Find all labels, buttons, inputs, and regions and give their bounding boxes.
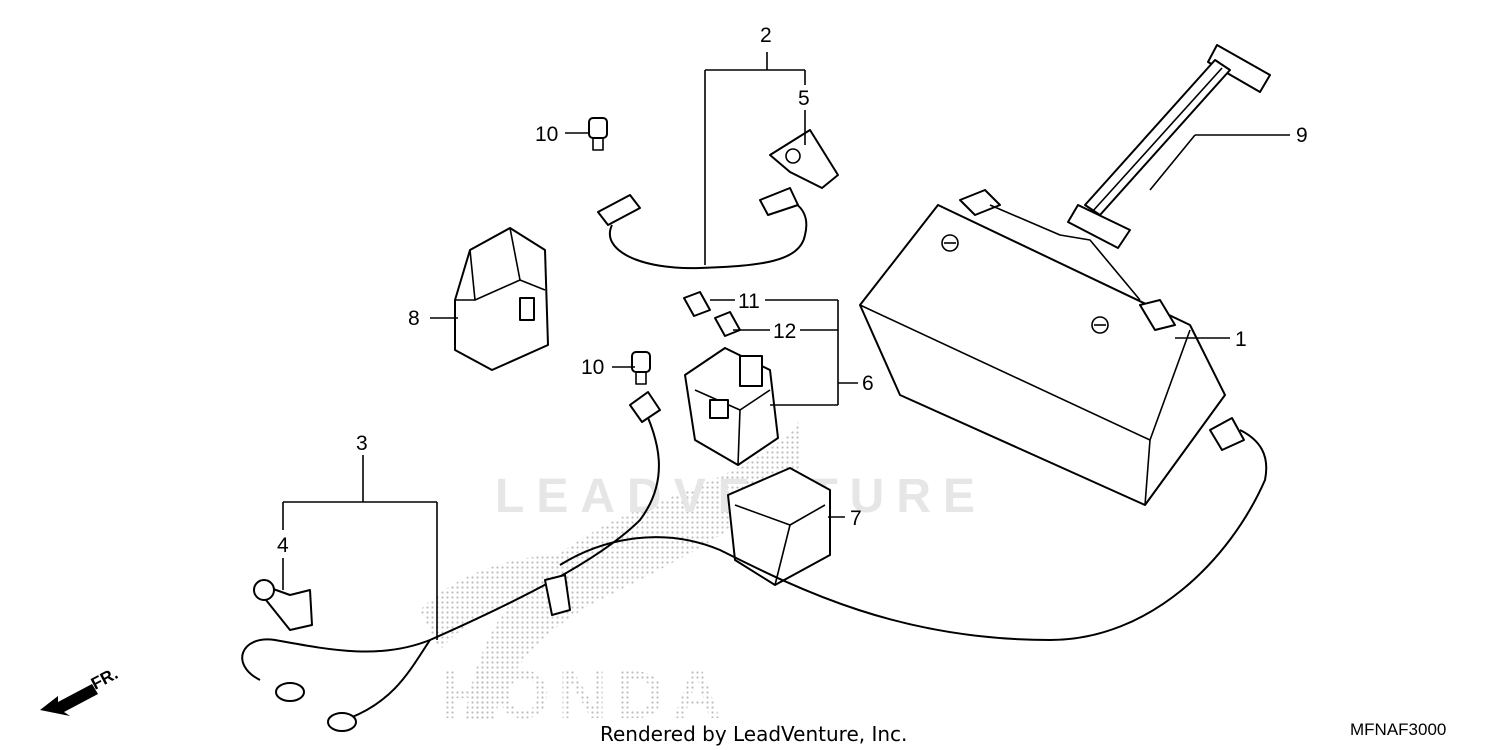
- bolt-upper: [588, 117, 608, 151]
- honda-logo-text: HONDA: [440, 657, 729, 733]
- rendered-by-credit: Rendered by LeadVenture, Inc.: [600, 722, 907, 746]
- battery-band: [1067, 44, 1271, 249]
- callout-10-lower: 10: [581, 356, 604, 379]
- honda-watermark: HONDA: [420, 420, 800, 733]
- callout-11: 11: [738, 290, 760, 313]
- terminal-cover: [769, 129, 839, 189]
- battery: [859, 189, 1226, 506]
- callout-3: 3: [356, 432, 368, 455]
- callout-4: 4: [277, 534, 289, 557]
- diagram-code: MFNAF3000: [1350, 720, 1446, 739]
- arrow-left-icon: [40, 684, 98, 716]
- fuse-11: [683, 291, 711, 317]
- callout-12: 12: [773, 320, 796, 343]
- fuse-holder: [684, 347, 779, 466]
- callout-1: 1: [1235, 328, 1247, 351]
- battery-cable-upper: [597, 187, 808, 270]
- callout-6: 6: [862, 372, 874, 395]
- callout-9: 9: [1296, 124, 1308, 147]
- callout-2: 2: [760, 24, 772, 47]
- bolt-lower: [631, 351, 651, 385]
- fuse-box: [454, 227, 549, 371]
- callout-10-upper: 10: [535, 123, 558, 146]
- terminal-boot: [253, 579, 313, 631]
- relay-cover: [727, 467, 831, 586]
- leader-lines: [282, 52, 1290, 640]
- main-harness: [241, 391, 1268, 732]
- front-direction-indicator: FR.: [40, 664, 121, 716]
- callout-8: 8: [408, 307, 420, 330]
- callout-7: 7: [850, 507, 862, 530]
- callout-5: 5: [798, 87, 810, 110]
- fuse-12: [714, 311, 741, 337]
